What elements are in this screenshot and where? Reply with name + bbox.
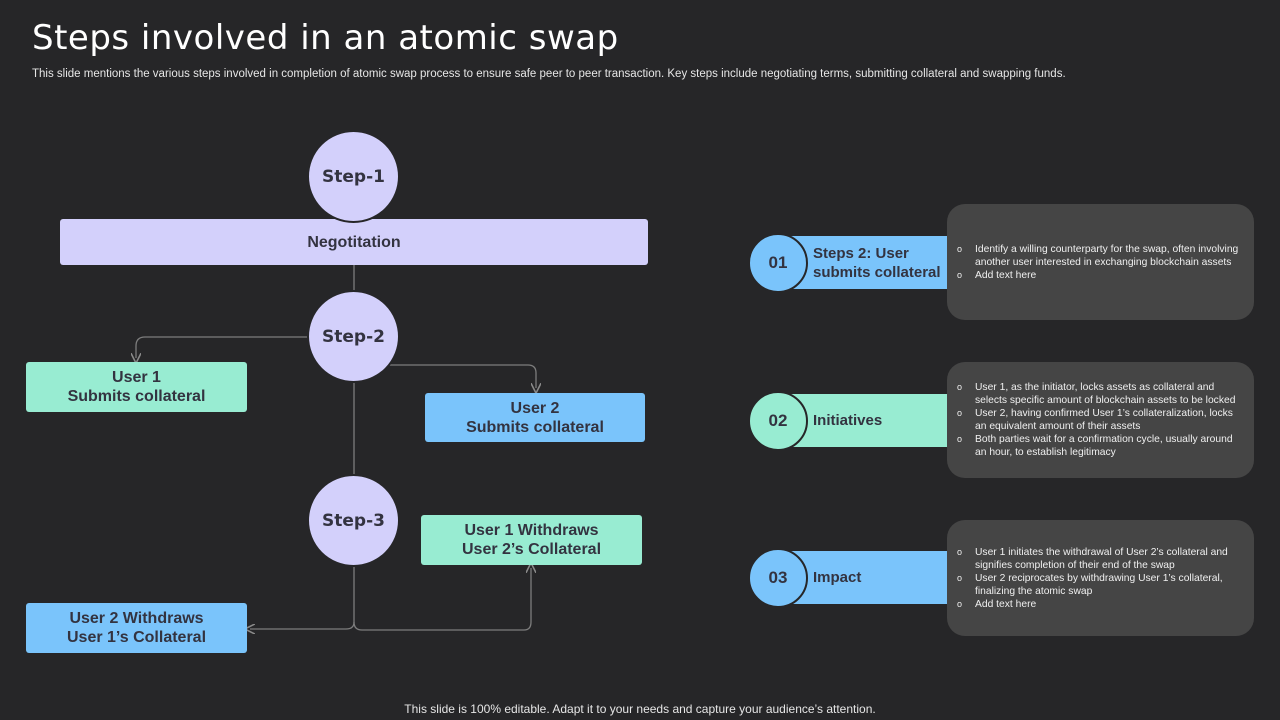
user1-withdraws-line1: User 1 Withdraws bbox=[464, 522, 599, 539]
step-3-label: Step-3 bbox=[322, 510, 385, 531]
bullet: User 1, as the initiator, locks assets a… bbox=[957, 381, 1244, 407]
step-2-label: Step-2 bbox=[322, 326, 385, 347]
bullet: Both parties wait for a confirmation cyc… bbox=[957, 433, 1244, 459]
bullet: User 1 initiates the withdrawal of User … bbox=[957, 546, 1244, 572]
negotiation-label: Negotitation bbox=[307, 233, 401, 251]
bullet: Identify a willing counterparty for the … bbox=[957, 243, 1244, 269]
connector-step3-user1-withdraws bbox=[353, 568, 531, 631]
detail-card-01: Identify a willing counterparty for the … bbox=[947, 204, 1254, 320]
step-1-label: Step-1 bbox=[322, 166, 385, 187]
detail-label-02: Initiatives bbox=[813, 412, 883, 429]
user1-withdraws-box: User 1 Withdraws User 2’s Collateral bbox=[421, 515, 642, 565]
user2-withdraws-line1: User 2 Withdraws bbox=[69, 610, 204, 627]
bullet: Add text here bbox=[957, 598, 1244, 611]
connector-step3-user2-withdraws bbox=[250, 621, 355, 629]
detail-bullets-01: Identify a willing counterparty for the … bbox=[957, 243, 1244, 282]
number-text: 02 bbox=[768, 411, 788, 430]
connector-step2-user1 bbox=[136, 336, 310, 358]
user2-withdraws-line2: User 1’s Collateral bbox=[66, 629, 207, 646]
user1-submits-line2: Submits collateral bbox=[67, 388, 206, 405]
user1-submits-box: User 1 Submits collateral bbox=[26, 362, 247, 412]
detail-number-02: 02 bbox=[748, 391, 808, 451]
footer-note: This slide is 100% editable. Adapt it to… bbox=[404, 702, 876, 716]
detail-number-03: 03 bbox=[748, 548, 808, 608]
detail-card-02: User 1, as the initiator, locks assets a… bbox=[947, 362, 1254, 478]
step-3-circle: Step-3 bbox=[307, 474, 400, 567]
bullet: User 2, having confirmed User 1’s collat… bbox=[957, 407, 1244, 433]
detail-number-01: 01 bbox=[748, 233, 808, 293]
number-text: 01 bbox=[768, 253, 788, 272]
step-1-circle: Step-1 bbox=[307, 130, 400, 223]
detail-label-03: Impact bbox=[813, 569, 862, 586]
connector-step2-user2 bbox=[385, 364, 536, 388]
number-text: 03 bbox=[768, 568, 788, 587]
detail-bullets-03: User 1 initiates the withdrawal of User … bbox=[957, 546, 1244, 611]
user2-submits-line2: Submits collateral bbox=[466, 418, 604, 436]
negotiation-box: Negotitation bbox=[60, 219, 648, 265]
detail-bullets-02: User 1, as the initiator, locks assets a… bbox=[957, 381, 1244, 459]
user2-withdraws-box: User 2 Withdraws User 1’s Collateral bbox=[26, 603, 247, 653]
bullet: Add text here bbox=[957, 269, 1244, 282]
page-title: Steps involved in an atomic swap bbox=[32, 18, 619, 58]
user2-submits-line1: User 2 bbox=[510, 399, 560, 417]
detail-label-01-line2: submits collateral bbox=[813, 263, 941, 281]
page-subtitle: This slide mentions the various steps in… bbox=[32, 68, 1066, 80]
detail-card-03: User 1 initiates the withdrawal of User … bbox=[947, 520, 1254, 636]
detail-label-01-line1: Steps 2: User bbox=[813, 244, 909, 262]
step-2-circle: Step-2 bbox=[307, 290, 400, 383]
bullet: User 2 reciprocates by withdrawing User … bbox=[957, 572, 1244, 598]
user1-withdraws-line2: User 2’s Collateral bbox=[461, 541, 602, 558]
user1-submits-line1: User 1 bbox=[112, 369, 161, 386]
user2-submits-box: User 2 Submits collateral bbox=[425, 393, 645, 442]
